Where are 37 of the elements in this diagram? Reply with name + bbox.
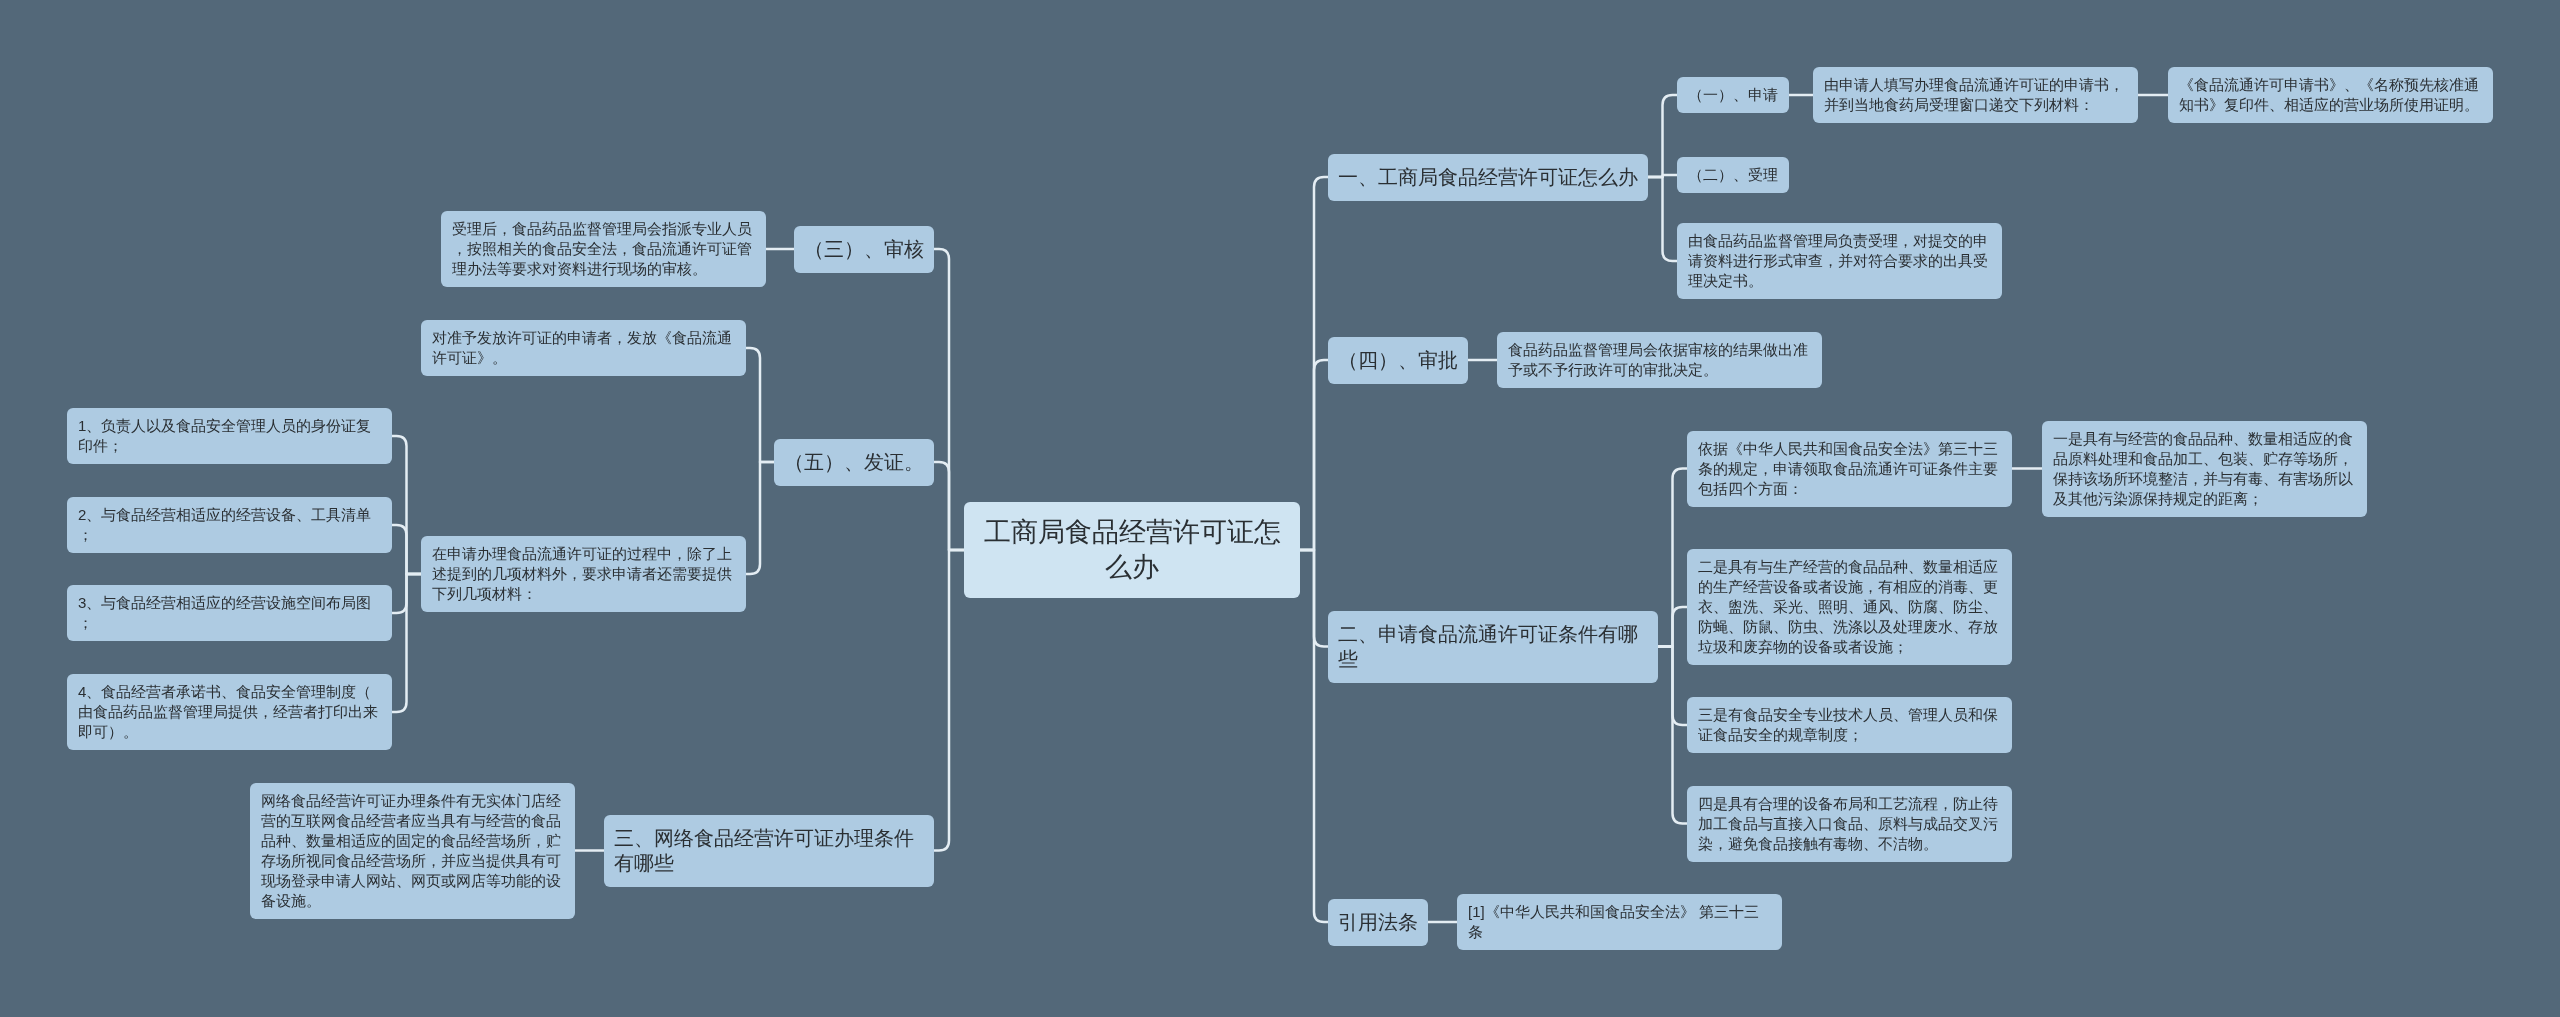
note-box: 2、与食品经营相适应的经营设备、工具清单； (67, 497, 392, 553)
note-box: （一）、申请 (1677, 77, 1789, 113)
branch-topic-box: （四）、审批 (1328, 336, 1468, 384)
connector-line (746, 460, 774, 576)
branch-topic-box: 三、网络食品经营许可证办理条件有哪些 (604, 814, 934, 887)
branch-topic-box: （三）、审核 (794, 225, 934, 273)
note-box: 受理后，食品药品监督管理局会指派专业人员，按照相关的食品安全法，食品流通许可证管理办法等要求对资料进行现场的审核。 (441, 211, 766, 287)
branch-topic-box: 二、申请食品流通许可证条件有哪些 (1328, 610, 1658, 683)
branch-topic-box: 引用法条 (1328, 898, 1428, 946)
connector-line (1300, 548, 1328, 924)
note-box: 网络食品经营许可证办理条件有无实体门店经营的互联网食品经营者应当具有与经营的食品品种、数量相适应的固定的食品经营场所，贮存场所视同食品经营场所，并应当提供具有可现场登录申请人网站、网页或网店等功能的设备设施。 (250, 783, 575, 919)
branch-topic-box: 一、工商局食品经营许可证怎么办 (1328, 153, 1648, 201)
note-box: 1、负责人以及食品安全管理人员的身份证复印件； (67, 408, 392, 464)
note-box: 3、与食品经营相适应的经营设施空间布局图； (67, 585, 392, 641)
connector-line (575, 849, 604, 852)
branch-topic-box: （五）、发证。 (774, 438, 934, 486)
note-box: 二是具有与生产经营的食品品种、数量相适应的生产经营设备或者设施，有相应的消毒、更衣、盥洗、采光、照明、通风、防腐、防尘、防蝇、防鼠、防虫、洗涤以及处理废水、存放垃圾和废弃物的设备或者设施； (1687, 549, 2012, 665)
note-box: 三是有食品安全专业技术人员、管理人员和保证食品安全的规章制度； (1687, 697, 2012, 753)
note-box: 一是具有与经营的食品品种、数量相适应的食品原料处理和食品加工、包装、贮存等场所，保持该场所环境整洁，并与有毒、有害场所以及其他污染源保持规定的距离； (2042, 420, 2367, 517)
note-box: 依据《中华人民共和国食品安全法》第三十三条的规定，申请领取食品流通许可证条件主要包括四个方面： (1687, 430, 2012, 507)
connector-line (1789, 93, 1813, 97)
note-box: 由食品药品监督管理局负责受理，对提交的申请资料进行形式审查，并对符合要求的出具受理决定书。 (1677, 223, 2002, 299)
note-box: 4、食品经营者承诺书、食品安全管理制度（由食品药品监督管理局提供，经营者打印出来即可）。 (67, 674, 392, 750)
note-box: 对准予发放许可证的申请者，发放《食品流通许可证》。 (421, 320, 746, 376)
connector-line (2138, 93, 2168, 97)
central-topic-box: 工商局食品经营许可证怎么办 (964, 502, 1300, 598)
note-box: 四是具有合理的设备布局和工艺流程，防止待加工食品与直接入口食品、原料与成品交叉污染，避免食品接触有毒物、不洁物。 (1687, 785, 2012, 862)
note-box: （二）、受理 (1677, 157, 1789, 193)
connector-line (766, 247, 794, 251)
note-box: 食品药品监督管理局会依据审核的结果做出准予或不予行政许可的审批决定。 (1497, 332, 1822, 388)
connector-line (1468, 358, 1497, 362)
note-box: 由申请人填写办理食品流通许可证的申请书，并到当地食药局受理窗口递交下列材料： (1813, 67, 2138, 123)
note-box: [1]《中华人民共和国食品安全法》 第三十三条 (1457, 894, 1782, 950)
note-box: 在申请办理食品流通许可证的过程中，除了上述提到的几项材料外，要求申请者还需要提供下列几项材料： (421, 536, 746, 612)
connector-line (2012, 467, 2042, 470)
note-box: 《食品流通许可申请书》、《名称预先核准通知书》复印件、相适应的营业场所使用证明。 (2168, 67, 2493, 123)
connector-line (1428, 920, 1457, 924)
